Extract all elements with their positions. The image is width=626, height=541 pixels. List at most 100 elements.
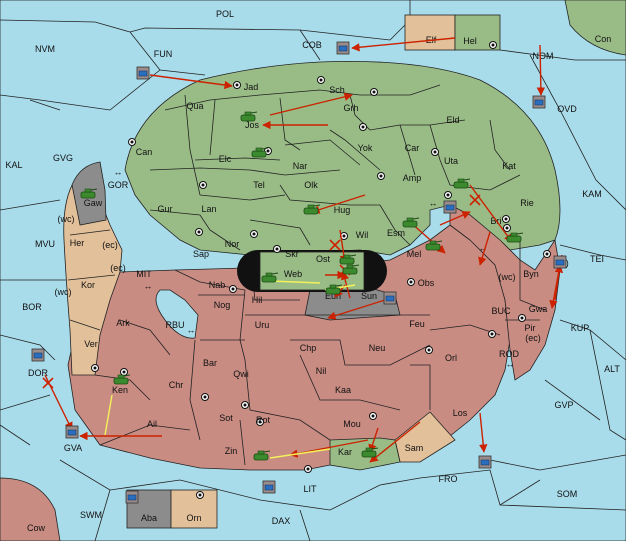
army-unit-icon [80, 188, 98, 199]
supply-center-dot [306, 467, 310, 471]
fleet-unit-icon [262, 480, 276, 494]
move-order-arrow [439, 211, 471, 226]
move-order-arrow [369, 421, 421, 463]
red-province-label: Qwi [233, 369, 249, 379]
supply-center-dot [231, 287, 235, 291]
red-province-label: Gwa [529, 304, 548, 314]
red-province-label: Byn [523, 269, 539, 279]
green-province-label: Can [136, 147, 153, 157]
green-province-label: Amp [403, 173, 422, 183]
orders-layer [42, 37, 564, 463]
red-province-label: Mel [407, 249, 422, 259]
supply-center-dot [198, 493, 202, 497]
sea-label: BOR [22, 302, 42, 312]
neutral-province-label: Kor [81, 280, 95, 290]
sea-label: FUN [154, 49, 173, 59]
supply-center-dot [122, 370, 126, 374]
green-province-label: Eld [446, 115, 459, 125]
sea-label: ROD [499, 349, 520, 359]
sea-label: ALT [604, 364, 620, 374]
green-province-label: Olk [304, 180, 318, 190]
green-province-label: Sap [193, 249, 209, 259]
green-province-label: Uta [444, 156, 458, 166]
supply-center-dot [243, 403, 247, 407]
move-order-arrow [269, 92, 353, 116]
green-province-label: Kat [502, 161, 516, 171]
red-province-label: Pir [525, 323, 536, 333]
red-province-label: Hil [252, 295, 263, 305]
red-province-label: Bar [203, 358, 217, 368]
swap-arrow-icon: ↔ [114, 167, 123, 177]
coast-label: (wc) [58, 214, 75, 224]
province-cow [0, 477, 61, 541]
fleet-unit-icon [478, 455, 492, 469]
red-province-label: Nab [209, 280, 226, 290]
sea-label: GVA [64, 443, 82, 453]
move-order-arrow [149, 74, 233, 90]
move-order-arrow [311, 194, 366, 214]
cut-order-mark [469, 194, 481, 206]
sea-label: POL [216, 9, 234, 19]
supply-center-dot [252, 232, 256, 236]
coast-label: (wc) [499, 272, 516, 282]
supply-centers [91, 41, 551, 499]
supply-center-dot [427, 348, 431, 352]
move-order-arrow [351, 37, 456, 52]
coast-label: (ec) [102, 240, 118, 250]
cut-order-mark [329, 239, 341, 251]
red-province-label: Zin [225, 446, 238, 456]
fleet-unit-icon [443, 200, 457, 214]
green-province-label: Jad [244, 82, 259, 92]
sea-label: FRO [439, 474, 458, 484]
cut-order-mark [42, 377, 54, 389]
supply-center-dot [379, 174, 383, 178]
red-province-label: Ark [116, 318, 130, 328]
green-province-label: Jos [245, 120, 260, 130]
red-province-label: Obs [418, 278, 435, 288]
swap-arrow-icon: ↔ [429, 198, 438, 208]
red-east-arm [449, 204, 561, 381]
army-unit-icon [361, 447, 379, 458]
supply-center-dot [545, 252, 549, 256]
swap-arrow-icon: ↔ [479, 243, 488, 253]
fleet-unit-icon [336, 41, 350, 55]
army-unit-icon [342, 264, 360, 275]
green-province-label: Tel [253, 180, 265, 190]
army-unit-icon [325, 284, 343, 295]
move-order-arrow [479, 412, 488, 453]
supply-center-dot [235, 83, 239, 87]
red-province-label: Ail [147, 419, 157, 429]
red-province-label: Uru [255, 320, 270, 330]
green-province-label: Yok [358, 143, 373, 153]
swap-arrow-icon: ↔ [144, 281, 153, 291]
bay-rbu [155, 289, 199, 339]
supply-center-dot [361, 125, 365, 129]
red-province-label: Los [453, 408, 468, 418]
sea-label: GVP [554, 400, 573, 410]
sea-label: KAM [582, 189, 602, 199]
green-province-label: Sch [329, 85, 345, 95]
sea-label: NOM [533, 51, 554, 61]
green-province-label: Eun [325, 291, 341, 301]
green-province-label: Gur [157, 204, 172, 214]
province-elf [404, 14, 456, 51]
western-neutral-arm [63, 174, 123, 376]
supply-center-dot [266, 149, 270, 153]
support-order-line [104, 394, 113, 436]
red-province-label: Neu [369, 343, 386, 353]
sea-label: MIT [136, 269, 152, 279]
green-province-label: Kar [338, 447, 352, 457]
sea-label: Con [595, 34, 612, 44]
supply-center-dot [371, 414, 375, 418]
green-province-label: Elc [219, 154, 232, 164]
coast-label: (ec) [525, 333, 541, 343]
red-province-label: Ken [112, 385, 128, 395]
sea-label: OVD [557, 104, 577, 114]
army-unit-icon [253, 450, 271, 461]
sea-label: DOR [28, 368, 49, 378]
supply-center-dot [504, 217, 508, 221]
red-province-label: Chr [169, 380, 184, 390]
green-province-label: Wil [356, 230, 369, 240]
fleet-unit-icon [136, 66, 150, 80]
